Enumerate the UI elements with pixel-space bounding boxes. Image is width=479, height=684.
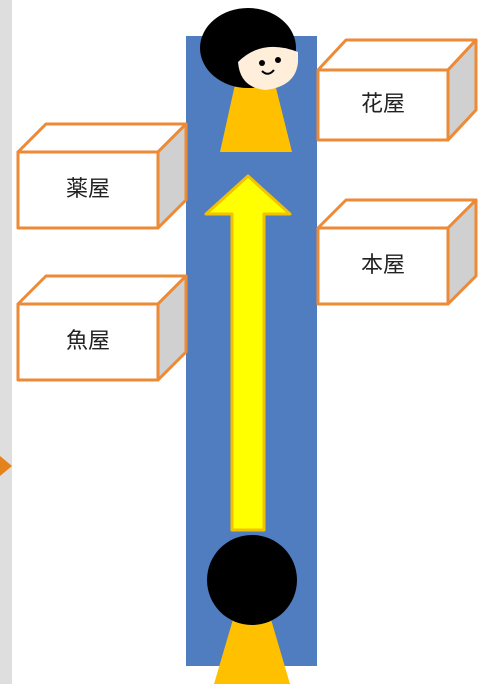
left-margin-strip	[0, 0, 12, 684]
side-pointer-arrow	[0, 456, 12, 476]
person-top	[200, 8, 298, 152]
shop-box-book	[316, 198, 478, 306]
person-bottom-head	[207, 535, 297, 625]
shop-label-pharmacy: 薬屋	[65, 177, 110, 202]
shop-box-fish	[16, 274, 188, 382]
person-top-smile	[261, 69, 275, 75]
up-arrow	[204, 174, 292, 532]
shop-label-book: 本屋	[360, 253, 405, 278]
person-bottom-body	[214, 616, 290, 684]
shop-label-fish: 魚屋	[65, 329, 110, 354]
person-top-eye	[259, 60, 265, 66]
person-top-eye	[275, 57, 281, 63]
person-top-face	[238, 46, 298, 90]
shop-box-flower	[316, 38, 478, 142]
person-top-body	[220, 80, 292, 152]
shop-label-flower: 花屋	[360, 92, 405, 117]
shop-box-pharmacy	[16, 122, 188, 230]
person-bottom	[207, 535, 297, 684]
